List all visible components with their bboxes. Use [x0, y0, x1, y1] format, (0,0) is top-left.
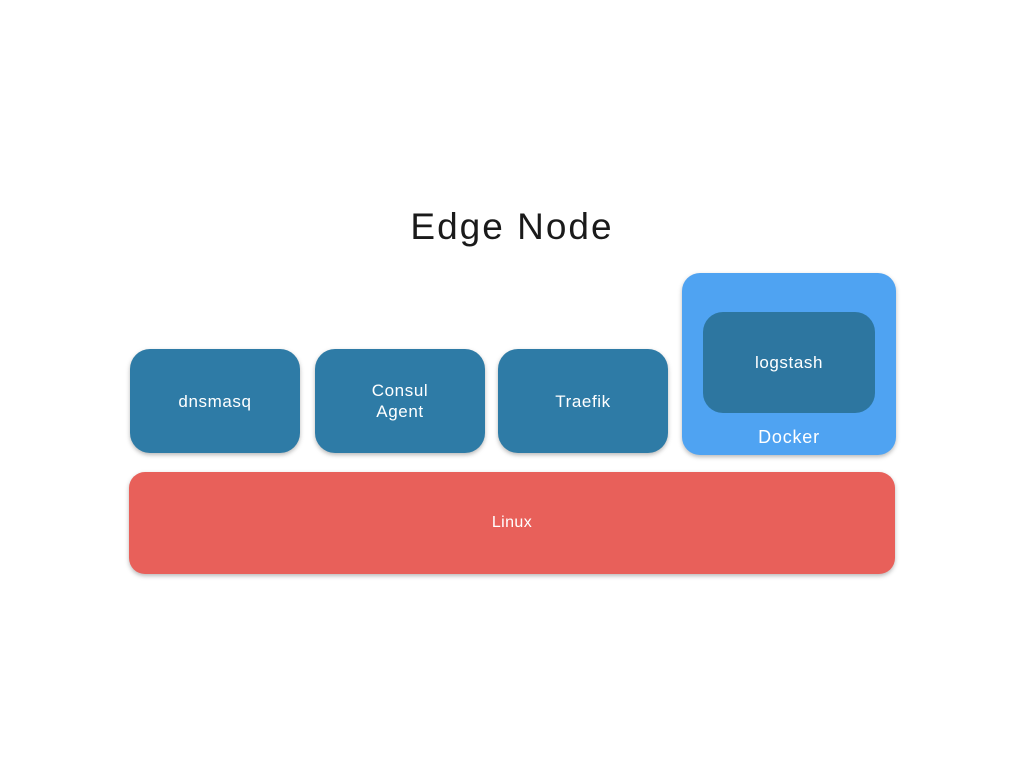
- platform-linux: Linux: [129, 472, 895, 574]
- diagram-title: Edge Node: [410, 206, 614, 247]
- container-docker: logstash Docker: [682, 273, 896, 455]
- node-dnsmasq-label: dnsmasq: [178, 391, 252, 411]
- node-traefik: Traefik: [498, 349, 668, 453]
- node-consul-agent-label-line2: Agent: [376, 402, 424, 421]
- container-docker-label: Docker: [758, 427, 820, 447]
- node-consul-agent-label-line1: Consul: [371, 381, 429, 400]
- node-consul-agent: Consul Agent: [315, 349, 485, 453]
- node-dnsmasq: dnsmasq: [130, 349, 300, 453]
- node-traefik-label: Traefik: [555, 391, 611, 411]
- node-logstash-label: logstash: [754, 353, 824, 372]
- node-logstash: logstash: [703, 312, 875, 413]
- platform-linux-label: Linux: [491, 514, 533, 531]
